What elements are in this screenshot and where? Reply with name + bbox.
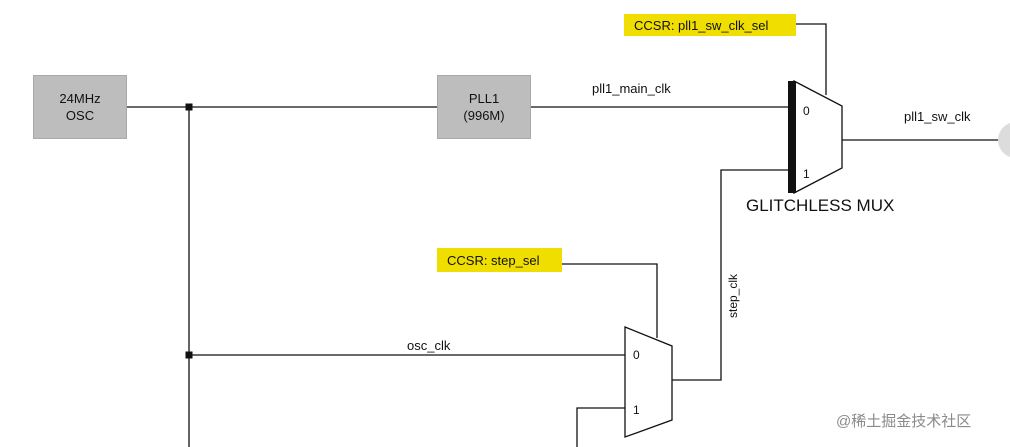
label-step-clk: step_clk	[726, 273, 740, 318]
pll1-block-label: PLL1 (996M)	[463, 91, 505, 123]
glitchless-mux-bar	[788, 81, 796, 193]
junction-dot-osc	[185, 351, 193, 359]
label-osc-clk: osc_clk	[407, 338, 451, 353]
wire-pll1-sw-clk-sel	[796, 23, 827, 95]
osc-block-label: 24MHz OSC	[59, 91, 101, 123]
glitchless-mux-shape	[793, 79, 843, 195]
glitchless-mux-pin-1: 1	[803, 167, 810, 181]
label-pll1-main-clk: pll1_main_clk	[592, 81, 671, 96]
wire-step-sel	[562, 263, 658, 338]
junction-dot-top	[185, 103, 193, 111]
wire-step-clk	[672, 169, 789, 381]
osc-block: 24MHz OSC	[33, 75, 127, 139]
label-pll1-sw-clk: pll1_sw_clk	[904, 109, 971, 124]
wire-step-mux-in1	[576, 407, 625, 447]
register-pll1-sw-clk-sel: CCSR: pll1_sw_clk_sel	[624, 14, 796, 36]
register-step-sel: CCSR: step_sel	[437, 248, 562, 272]
output-connector	[998, 123, 1010, 157]
glitchless-mux-pin-0: 0	[803, 104, 810, 118]
step-mux-pin-1: 1	[633, 403, 640, 417]
pll1-block: PLL1 (996M)	[437, 75, 531, 139]
step-mux-pin-0: 0	[633, 348, 640, 362]
watermark: @稀土掘金技术社区	[836, 413, 972, 430]
step-mux-shape	[624, 326, 673, 438]
glitchless-mux-title: GLITCHLESS MUX	[746, 196, 895, 215]
